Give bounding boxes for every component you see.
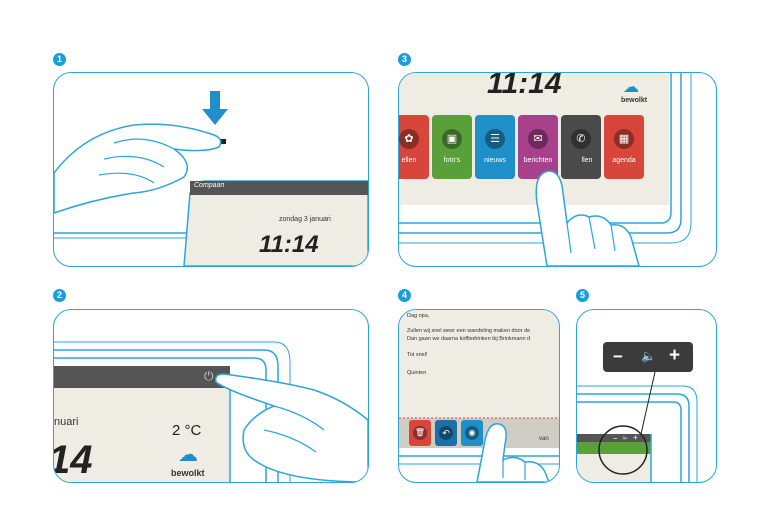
- device-illustration: [54, 341, 291, 482]
- message-signature: Quinten: [407, 370, 427, 376]
- message-line-1: Zullen wij snel weer een wandeling maken…: [407, 328, 531, 334]
- reply-button[interactable]: ↶: [435, 420, 457, 446]
- tile-photos[interactable]: ▣ foto's: [432, 115, 472, 179]
- step-number-2: 2: [53, 289, 66, 302]
- clock-time: 11:14: [259, 231, 319, 258]
- volume-up-button[interactable]: +: [669, 345, 681, 366]
- puzzle-icon: ✿: [399, 129, 419, 149]
- speak-icon: ◉: [465, 426, 479, 440]
- reply-icon: ↶: [439, 426, 453, 440]
- brand-logo: Compaan: [194, 182, 225, 189]
- read-aloud-button[interactable]: ◉: [461, 420, 483, 446]
- trash-icon: 🗑: [413, 426, 427, 440]
- cloud-icon: ☁: [623, 79, 639, 96]
- speaker-icon-small: 🔈: [622, 435, 630, 441]
- step-panel-4: Dag opa, Zullen wij snel weer een wandel…: [398, 309, 560, 483]
- power-icon[interactable]: ⏻: [204, 369, 214, 383]
- clock-time-fragment: 14: [54, 438, 93, 482]
- message-greeting: Dag opa,: [407, 313, 430, 319]
- step-panel-5: − 🔈 + − 🔈 +: [576, 309, 717, 483]
- step-number-1: 1: [53, 53, 66, 66]
- volume-illustration: [577, 371, 698, 482]
- date-fragment: nuari: [54, 416, 79, 428]
- volume-popup: − 🔈 +: [603, 342, 693, 372]
- volume-down-small[interactable]: −: [613, 434, 618, 443]
- temperature-label: 2 °C: [172, 422, 202, 439]
- tile-calls[interactable]: ✆ llen: [561, 115, 601, 179]
- step-panel-2: ⏻ nuari 2 °C ☁ bewolkt 14: [53, 309, 369, 483]
- step-panel-1: Compaan zondag 3 januari 11:14: [53, 72, 369, 267]
- delete-button[interactable]: 🗑: [409, 420, 431, 446]
- envelope-icon: ✉: [528, 129, 548, 149]
- step-panel-3: 11:14 ☁ bewolkt ✿ ellen ▣ foto's ☰ nieuw…: [398, 72, 717, 267]
- date-label: zondag 3 januari: [279, 216, 331, 223]
- photo-icon: ▣: [442, 129, 462, 149]
- step-number-5: 5: [576, 289, 589, 302]
- tile-agenda[interactable]: ▦ agenda: [604, 115, 644, 179]
- phone-icon: ✆: [571, 129, 591, 149]
- speaker-icon: 🔈: [641, 349, 656, 363]
- calendar-icon: ▦: [614, 129, 634, 149]
- tile-messages[interactable]: ✉ berichten: [518, 115, 558, 179]
- volume-up-small[interactable]: +: [633, 433, 638, 442]
- power-button-illustration: [54, 91, 368, 266]
- volume-down-button[interactable]: −: [613, 347, 623, 366]
- footer-fragment: van: [539, 436, 549, 442]
- step-number-4: 4: [398, 289, 411, 302]
- news-icon: ☰: [485, 129, 505, 149]
- weather-label: bewolkt: [171, 468, 205, 478]
- message-line-3: Tot snel!: [407, 352, 428, 358]
- message-line-2: Dan gaan we daarna koffiedrinken bij Bri…: [407, 336, 531, 342]
- tile-news[interactable]: ☰ nieuws: [475, 115, 515, 179]
- cloud-icon: ☁: [178, 444, 198, 466]
- step-number-3: 3: [398, 53, 411, 66]
- weather-label: bewolkt: [621, 97, 648, 104]
- tile-games[interactable]: ✿ ellen: [399, 115, 429, 179]
- clock-time: 11:14: [487, 72, 562, 100]
